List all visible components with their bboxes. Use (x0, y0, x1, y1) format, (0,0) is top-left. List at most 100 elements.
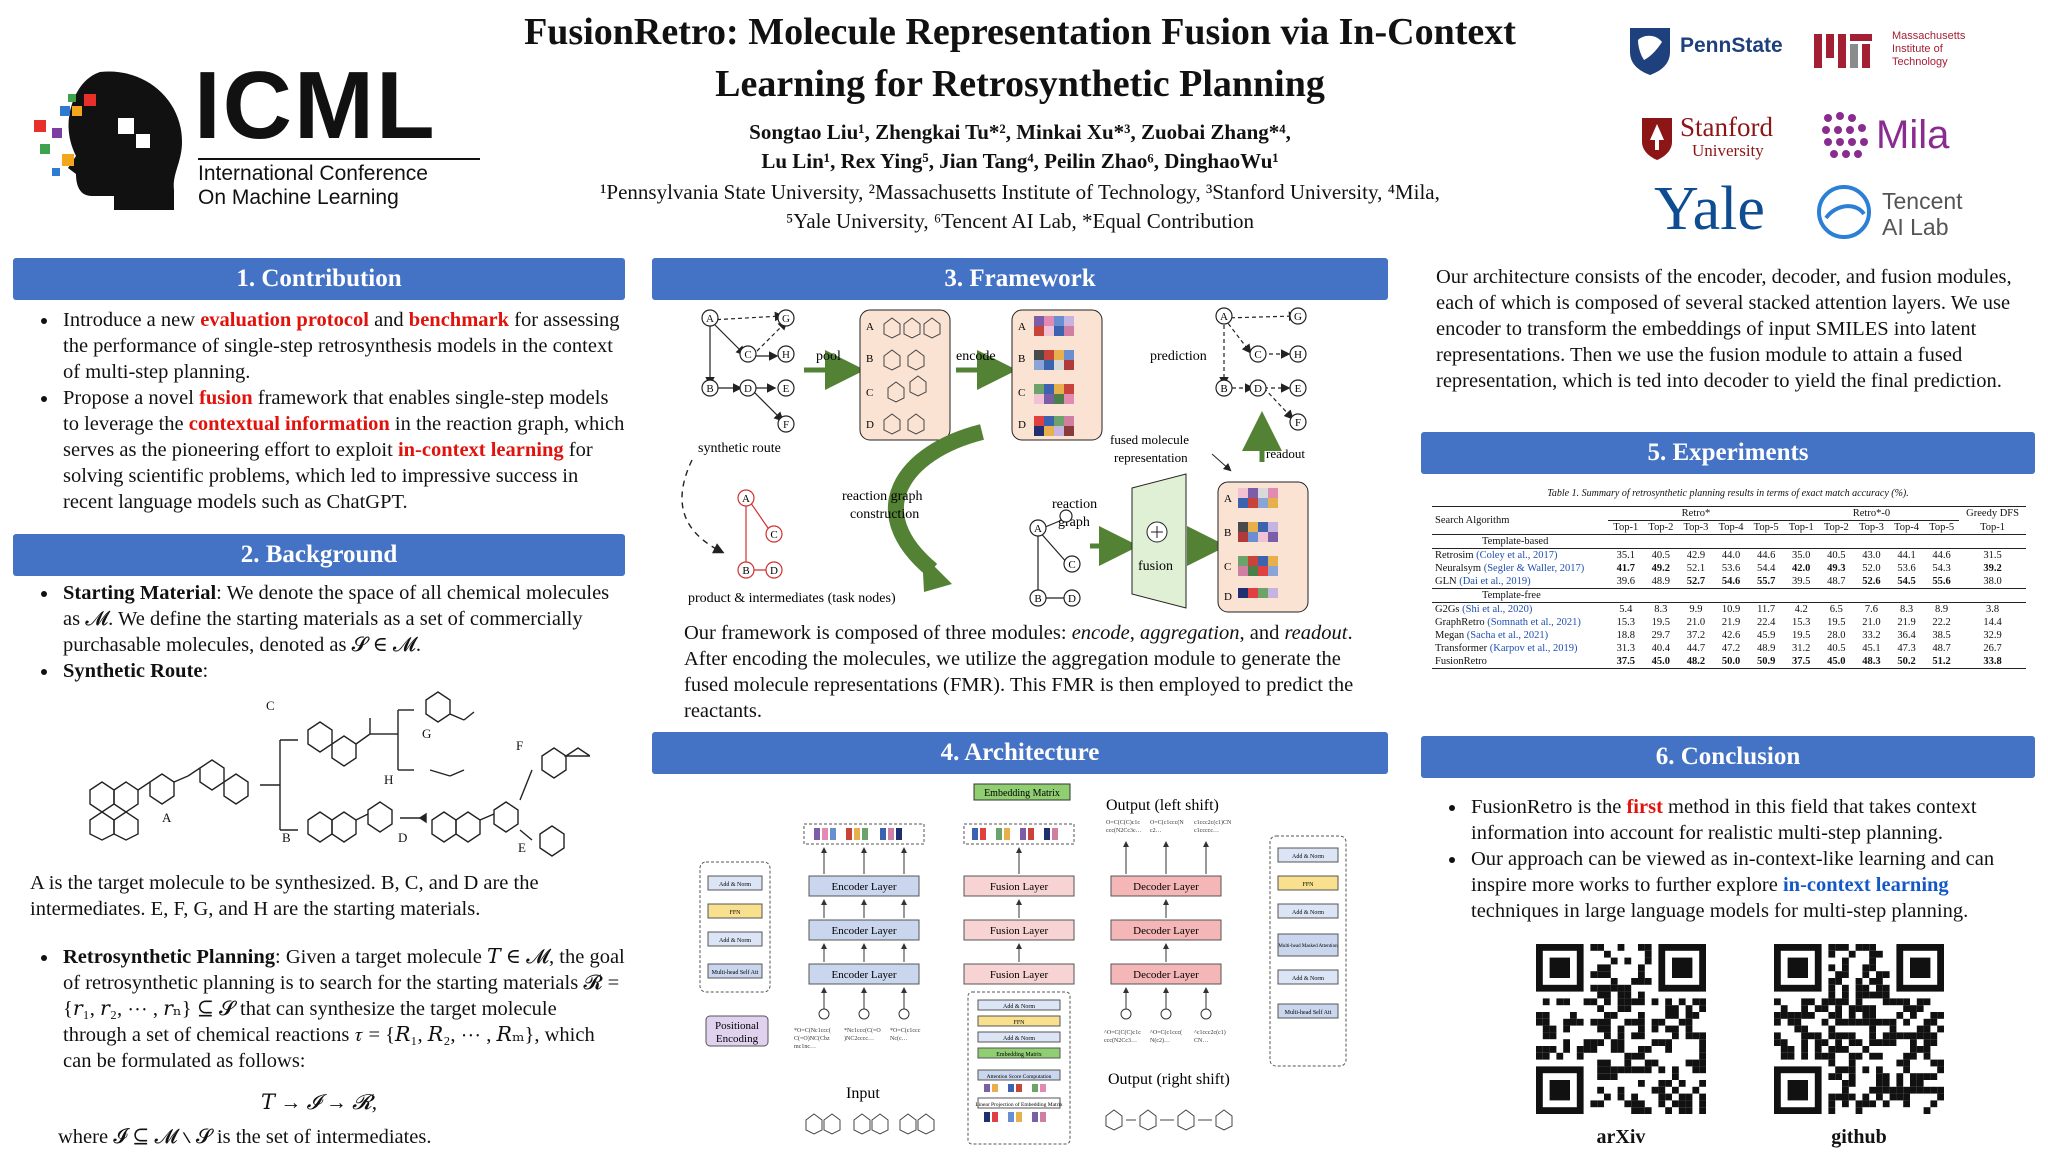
background-body-2: Retrosynthetic Planning: Given a target … (13, 944, 625, 1074)
table-cell: 18.8 (1616, 630, 1635, 641)
arch-enc-ffn: FFN (729, 910, 741, 916)
arch-dec-ffn: FFN (1302, 882, 1314, 888)
table-caption: Table 1. Summary of retrosynthetic plann… (1547, 488, 1909, 499)
arch-dec-addnorm-3: Add & Norm (1292, 976, 1324, 982)
arch-dec-masked: Multi-head Masked Attention (1278, 944, 1338, 949)
fw-pred-f: F (1295, 417, 1301, 429)
poster-title: FusionRetro: Molecule Representation Fus… (440, 6, 1600, 110)
col-search-algorithm: Search Algorithm (1435, 515, 1510, 526)
mit-logo: Massachusetts Institute of Technology (1814, 30, 2004, 82)
section-template-free: Template-free (1432, 588, 2026, 603)
row-method: GLN (Dai et al., 2019) (1435, 576, 1531, 587)
fw-emb-d: D (1018, 419, 1026, 431)
col-topk: Top-1 (1980, 521, 2006, 533)
arch-output-right: Output (right shift) (1108, 1071, 1230, 1088)
table-cell: 50.9 (1756, 656, 1776, 667)
table-cell: 45.0 (1651, 656, 1671, 667)
fw-task-b: B (742, 565, 749, 577)
table-cell: 37.5 (1792, 656, 1811, 667)
fw-rg-a: A (1034, 523, 1042, 535)
table-cell: 50.0 (1721, 656, 1741, 667)
route-label-b: B (282, 830, 291, 845)
row-method: FusionRetro (1435, 656, 1487, 667)
fw-emb-a: A (1018, 321, 1026, 333)
arxiv-qr-code[interactable] (1536, 944, 1706, 1114)
table-cell: 38.0 (1983, 576, 2002, 587)
table-cell: 54.3 (1932, 563, 1951, 574)
affil-line-2: ⁵Yale University, ⁶Tencent AI Lab, *Equa… (785, 209, 1255, 233)
table-cell: 49.2 (1651, 563, 1671, 574)
table-cell: 37.2 (1686, 630, 1706, 641)
table-cell: 21.9 (1897, 617, 1916, 628)
icml-rule (198, 158, 480, 160)
svg-text:*O=C(c1ccc: *O=C(c1ccc (890, 1027, 921, 1034)
arch-enc-mhsa: Multi-head Self Att (712, 969, 759, 976)
arch-embedding-matrix: Embedding Matrix (984, 788, 1060, 799)
fw-task-a: A (742, 493, 750, 505)
table-cell: 53.6 (1897, 563, 1916, 574)
table-cell: 32.9 (1983, 630, 2002, 641)
fw-pred-h: H (1294, 349, 1302, 361)
fw-label-product: product & intermediates (task nodes) (688, 591, 896, 606)
arxiv-qr-label: arXiv (1596, 1126, 1646, 1148)
table-cell: 21.0 (1686, 617, 1706, 628)
title-line-2: Learning for Retrosynthetic Planning (715, 63, 1325, 105)
icml-head-icon (34, 71, 182, 211)
arch-enc-addnorm-1: Add & Norm (719, 882, 751, 888)
yale-logo: Yale (1654, 175, 1765, 243)
arch-positional-1: Positional (715, 1020, 759, 1032)
experiments-heading: 5. Experiments (1421, 432, 2035, 474)
github-qr-label: github (1831, 1126, 1887, 1148)
table-cell: 15.3 (1616, 617, 1635, 628)
fw-task-c: C (770, 529, 777, 541)
affil-line-1: ¹Pennsylvania State University, ²Massach… (600, 180, 1440, 204)
arch-fusion-addnorm-2: Add & Norm (1003, 1036, 1035, 1042)
arch-fusion-layer-3: Fusion Layer (990, 969, 1049, 981)
fw-mol-d: D (866, 419, 874, 431)
table-cell: 8.3 (1899, 604, 1914, 615)
arch-input: Input (846, 1085, 880, 1102)
tencent-logo: Tencent AI Lab (1816, 184, 2006, 244)
col-topk: Top-3 (1858, 522, 1884, 533)
affiliations: ¹Pennsylvania State University, ²Massach… (440, 178, 1600, 236)
col-topk: Top-1 (1613, 522, 1639, 533)
architecture-diagram: Embedding Matrix Output (left shift) Add… (699, 783, 1347, 1145)
fw-label-encode: encode (956, 349, 996, 364)
contribution-bullet-1: Introduce a new evaluation protocol and … (59, 307, 625, 385)
table-cell: 6.5 (1829, 604, 1843, 615)
section-template-based: Template-based (1432, 534, 2026, 549)
fw-node-h: H (782, 349, 790, 361)
col-topk: Top-2 (1823, 522, 1849, 533)
mit-name-2: Institute of (1892, 43, 1943, 55)
table-cell: 31.5 (1983, 550, 2002, 561)
arch-positional-2: Encoding (716, 1033, 759, 1045)
arch-encoder-layer-1: Encoder Layer (831, 881, 896, 893)
mit-name: Massachusetts Institute of Technology (1892, 30, 1965, 69)
fw-emb-c: C (1018, 387, 1025, 399)
pennstate-name: PennState (1680, 34, 1783, 57)
fw-node-b: B (706, 383, 713, 395)
icml-wordmark: ICML (194, 52, 437, 159)
table-cell: 19.5 (1792, 630, 1811, 641)
col-topk: Top-1 (1788, 522, 1814, 533)
table-cell: 45.1 (1862, 643, 1881, 654)
arch-encoder-layer-3: Encoder Layer (831, 969, 896, 981)
contribution-body: Introduce a new evaluation protocol and … (13, 307, 625, 515)
conclusion-bullet-2: Our approach can be viewed as in-context… (1467, 846, 2035, 924)
fw-pred-g: G (1294, 311, 1302, 323)
fw-mol-c: C (866, 387, 873, 399)
col-topk: Top-3 (1683, 522, 1709, 533)
authors: Songtao Liu¹, Zhengkai Tu*², Minkai Xu*³… (440, 118, 1600, 176)
route-label-g: G (422, 726, 431, 741)
table-cell: 44.6 (1932, 550, 1951, 561)
fw-emb-b: B (1018, 353, 1025, 365)
arch-attention-score: Attention Score Computation (987, 1074, 1052, 1080)
table-cell: 48.7 (1827, 576, 1846, 587)
table-cell: 52.0 (1862, 563, 1881, 574)
table-cell: 44.7 (1686, 643, 1706, 654)
github-qr-code[interactable] (1774, 944, 1944, 1114)
fw-pred-e: E (1295, 383, 1302, 395)
conclusion-body: FusionRetro is the first method in this … (1421, 794, 2035, 924)
